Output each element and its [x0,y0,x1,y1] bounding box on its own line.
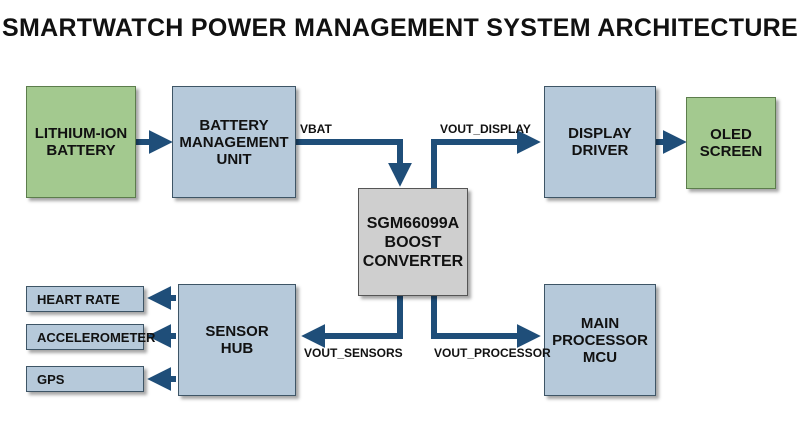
lithium-ion-battery-block: LITHIUM-ION BATTERY [26,86,136,198]
accelerometer-block: ACCELEROMETER [26,324,155,350]
vout-display-label: VOUT_DISPLAY [440,122,531,136]
main-processor-mcu-block: MAIN PROCESSOR MCU [544,284,656,396]
oled-screen-block: OLED SCREEN [686,97,776,189]
arrow-boost-to-mcu [431,296,541,348]
vbat-label: VBAT [300,122,332,136]
sensor-hub-block: SENSOR HUB [178,284,296,396]
arrow-vbat-to-boost [296,139,412,187]
diagram-title: SMARTWATCH POWER MANAGEMENT SYSTEM ARCHI… [1,14,799,42]
battery-management-unit-block: BATTERY MANAGEMENT UNIT [172,86,296,198]
display-driver-block: DISPLAY DRIVER [544,86,656,198]
heart-rate-sensor-block: HEART RATE [26,286,144,312]
vout-sensors-label: VOUT_SENSORS [304,346,403,360]
gps-block: GPS [26,366,144,392]
sgm66099a-boost-converter-block: SGM66099A BOOST CONVERTER [358,188,468,296]
vout-processor-label: VOUT_PROCESSOR [434,346,551,360]
arrow-boost-to-display [431,130,541,188]
arrow-boost-to-sensor-hub [301,296,403,348]
